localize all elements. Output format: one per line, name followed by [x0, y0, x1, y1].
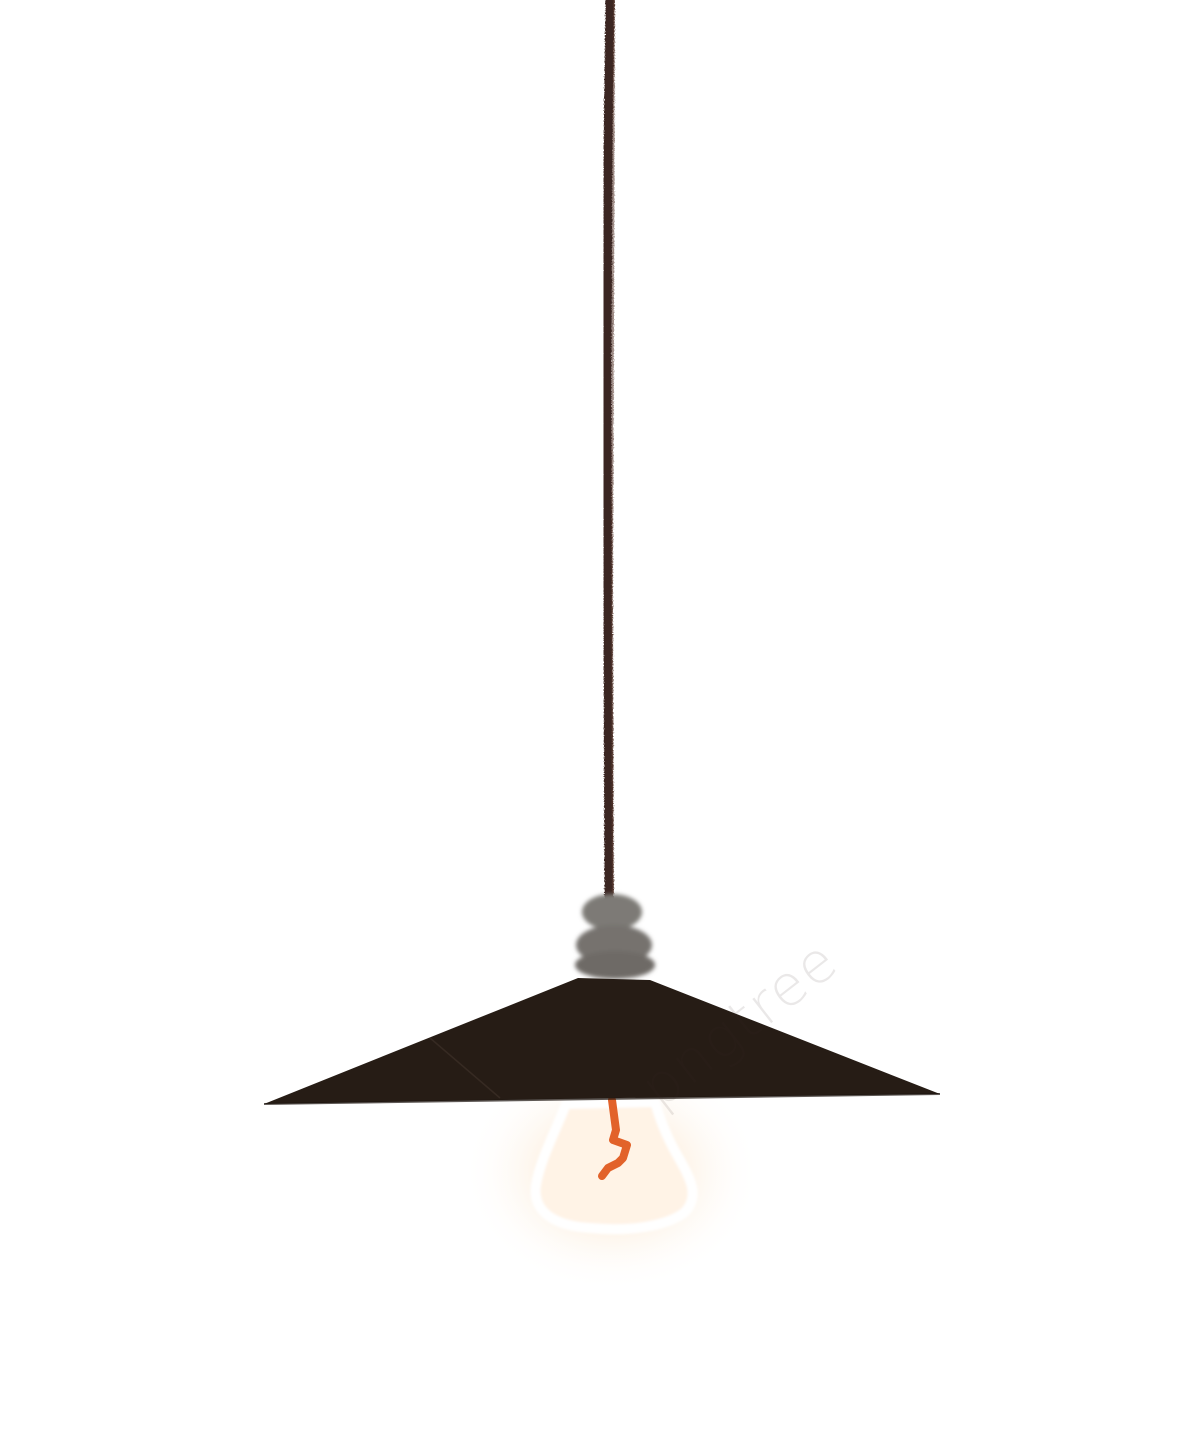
bulb-filament [598, 1096, 631, 1180]
light-bulb-icon [530, 1096, 698, 1235]
pendant-lamp-icon [263, 978, 941, 1105]
lamp-cord [602, 0, 615, 905]
lamp-shade [264, 978, 940, 1104]
lamp-socket [575, 894, 655, 979]
